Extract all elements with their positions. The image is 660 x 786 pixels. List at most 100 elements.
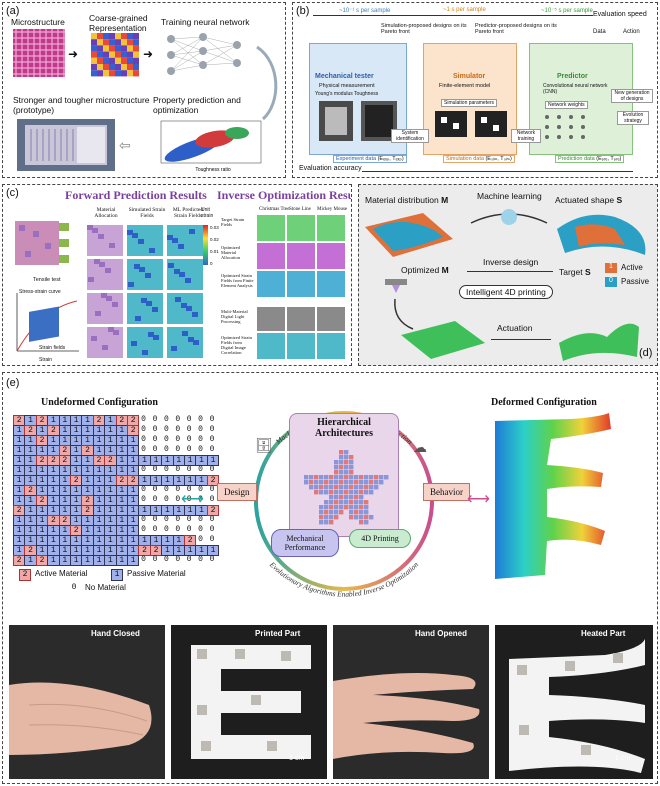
material-cell: 0 <box>175 525 181 534</box>
target: Target S <box>559 267 591 277</box>
material-cell: 0 <box>186 555 192 564</box>
coarse-cell <box>115 64 121 71</box>
material-cell: 0 <box>198 445 203 454</box>
actuated: Actuated shape S <box>555 195 622 205</box>
material-cell: 0 <box>152 555 158 564</box>
coarse-cell <box>115 70 121 77</box>
star-cell <box>319 520 324 525</box>
inv-col-1: Stone Line <box>289 207 311 212</box>
material-cell: 0 <box>198 515 203 524</box>
col-material: Material Allocation <box>94 207 118 219</box>
forward-thumbnail-detail <box>131 341 137 346</box>
forward-thumbnail-detail <box>132 233 138 238</box>
sim-title: Simulator <box>453 73 486 80</box>
material-cell: 0 <box>163 465 169 474</box>
star-cell <box>354 495 359 500</box>
forward-thumbnail-detail <box>99 262 105 267</box>
star-cell <box>324 475 329 480</box>
star-cell <box>359 510 364 515</box>
material-cell: 0 <box>198 525 203 534</box>
inverse-thumbnail <box>287 307 315 331</box>
pred-sub: Convolutional neural network (CNN) <box>543 83 608 95</box>
coarse-cell <box>121 39 127 46</box>
star-cell <box>359 500 364 505</box>
pred-data-sym: (Eₚᵣₑ, Tₚᵣₑ) <box>596 156 622 162</box>
tensile-label: Tensile test <box>33 277 61 283</box>
coarse-cell <box>109 51 115 58</box>
col-simulated: Simulated Strain Fields <box>128 207 166 219</box>
inverse-thumbnail <box>257 307 285 331</box>
sim-proposed-label: Simulation-proposed designs on its Paret… <box>381 23 467 35</box>
star-cell <box>384 475 389 480</box>
panel-e-label: (e) <box>6 377 20 389</box>
star-cell <box>319 475 324 480</box>
star-cell <box>334 480 339 485</box>
star-cell <box>364 520 369 525</box>
printed-flat-sheet <box>401 321 485 359</box>
star-cell <box>339 485 344 490</box>
material-cell: 0 <box>198 535 203 544</box>
actuation-arrow <box>491 339 551 340</box>
training-label: Training neural network <box>161 17 250 27</box>
mech-perf-box: Mechanical Performance <box>271 529 339 557</box>
star-cell <box>364 500 369 505</box>
coarse-cell <box>115 57 121 64</box>
coarse-cell <box>97 64 103 71</box>
star-cell <box>344 460 349 465</box>
active-swatch: 1 <box>605 263 617 273</box>
star-cell <box>359 485 364 490</box>
coarse-cell <box>115 39 121 46</box>
coarse-cell <box>91 45 97 52</box>
coarse-cell <box>91 70 97 77</box>
photo-printed-part: Printed Part 1 cm <box>171 625 327 779</box>
material-cell: 0 <box>209 425 215 434</box>
star-cell <box>314 485 319 490</box>
star-cell <box>354 510 359 515</box>
material-cell: 0 <box>186 415 192 424</box>
coarse-cell <box>109 70 115 77</box>
star-cell <box>349 495 354 500</box>
target-sym: S <box>585 267 591 277</box>
forward-thumbnail-detail <box>106 296 112 301</box>
coarse-cell <box>97 33 103 40</box>
accuracy-arrow <box>333 171 633 172</box>
material-cell: 0 <box>198 415 203 424</box>
inverse-thumbnail <box>257 271 285 297</box>
panel-b-label: (b) <box>296 5 310 17</box>
panel-d-label: (d) <box>639 347 653 359</box>
forward-thumbnail-detail <box>146 301 152 306</box>
sim-sub: Finite-element model <box>439 83 491 89</box>
exp-data-label: Experiment data <box>336 156 377 162</box>
material-cell: 0 <box>175 555 181 564</box>
speed-label-2: ~1 s per sample <box>443 7 486 13</box>
coarse-cell <box>121 33 127 40</box>
exp-data: Experiment data (Eₑₓₚ, Tₑₓₚ) <box>333 155 407 163</box>
star-cell <box>324 500 329 505</box>
coarse-cell <box>133 39 139 46</box>
coarse-cell <box>103 57 109 64</box>
star-cell <box>349 475 354 480</box>
coarse-cell <box>97 45 103 52</box>
hand-opened-image <box>333 673 480 759</box>
coarse-cell <box>109 39 115 46</box>
inv-col-2: Mickey Mouse <box>317 207 348 212</box>
star-cell <box>369 490 374 495</box>
star-cell <box>324 520 329 525</box>
star-cell <box>354 515 359 520</box>
star-cell <box>359 480 364 485</box>
coarse-label: Coarse-grained Representation <box>89 13 148 33</box>
star-cell <box>304 475 309 480</box>
neural-network-icon <box>167 33 241 75</box>
star-architecture <box>304 450 389 525</box>
actuated-shape-sheet <box>557 214 646 255</box>
material-cell: 0 <box>152 495 158 504</box>
star-cell <box>344 495 349 500</box>
cloud-icon: ☁ <box>413 439 427 455</box>
material-cell: 0 <box>209 495 215 504</box>
exp-data-sym: (Eₑₓₚ, Tₑₓₚ) <box>377 156 404 162</box>
material-cell: 0 <box>198 485 203 494</box>
coarse-cell <box>115 33 121 40</box>
star-cell <box>334 515 339 520</box>
coarse-cell <box>103 39 109 46</box>
